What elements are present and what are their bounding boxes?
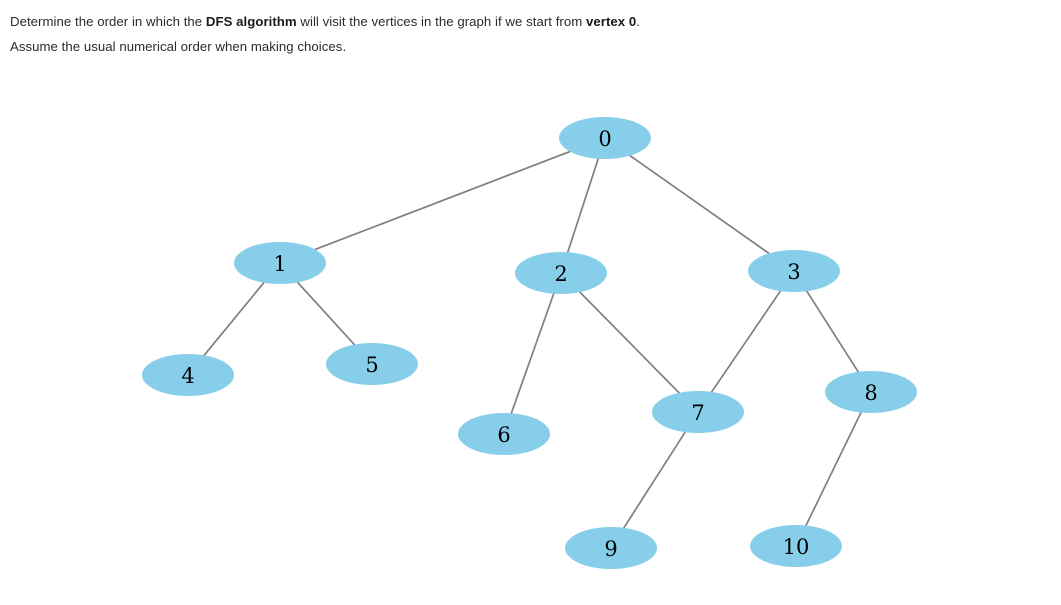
prompt-line-1: Determine the order in which the DFS alg… [10,9,1061,34]
node-label-9: 9 [604,537,617,561]
graph-edge-8-10 [805,411,862,527]
node-shape-3[interactable] [748,250,840,292]
graph-edge-0-3 [629,154,770,255]
node-shape-6[interactable] [458,413,550,455]
node-shape-2[interactable] [515,252,607,294]
graph-node-1[interactable]: 1 [234,242,326,284]
graph-edge-3-7 [710,290,782,393]
node-shape-9[interactable] [565,527,657,569]
graph-edge-2-7 [579,291,680,394]
node-label-2: 2 [554,262,567,286]
node-shape-4[interactable] [142,354,234,396]
graph-node-4[interactable]: 4 [142,354,234,396]
graph-node-2[interactable]: 2 [515,252,607,294]
graph-node-3[interactable]: 3 [748,250,840,292]
node-shape-7[interactable] [652,391,744,433]
graph-edge-2-6 [510,292,555,415]
node-shape-0[interactable] [559,117,651,159]
graph-diagram: 0 1 2 3 4 5 6 7 8 9 10 [0,62,1061,605]
node-label-8: 8 [864,381,877,405]
graph-node-0[interactable]: 0 [559,117,651,159]
graph-node-6[interactable]: 6 [458,413,550,455]
prompt-line-2: Assume the usual numerical order when ma… [10,39,347,54]
node-label-10: 10 [783,535,810,559]
graph-edge-0-2 [566,157,600,254]
node-shape-5[interactable] [326,343,418,385]
node-label-1: 1 [273,252,286,276]
graph-edge-3-8 [805,290,860,373]
node-label-5: 5 [365,353,378,377]
graph-node-9[interactable]: 9 [565,527,657,569]
prompt-text-segment: will visit the vertices in the graph if … [296,14,586,29]
graph-edge-1-5 [296,281,356,346]
node-shape-1[interactable] [234,242,326,284]
prompt-emphasis-vertex: vertex 0 [586,14,637,29]
edge-layer [203,150,862,529]
node-label-7: 7 [691,401,704,425]
node-label-0: 0 [598,127,611,151]
graph-node-8[interactable]: 8 [825,371,917,413]
node-shape-10[interactable] [750,525,842,567]
graph-node-10[interactable]: 10 [750,525,842,567]
node-shape-8[interactable] [825,371,917,413]
graph-canvas: 0 1 2 3 4 5 6 7 8 9 10 [142,117,917,569]
prompt-text-segment: . [636,14,640,29]
graph-node-5[interactable]: 5 [326,343,418,385]
prompt-emphasis-dfs: DFS algorithm [205,14,297,29]
node-label-6: 6 [497,423,510,447]
graph-node-7[interactable]: 7 [652,391,744,433]
node-layer: 0 1 2 3 4 5 6 7 8 9 10 [142,117,917,569]
prompt-text-segment: Determine the order in which the [10,14,206,29]
graph-edge-1-4 [203,281,265,357]
node-label-4: 4 [181,364,194,388]
node-label-3: 3 [787,260,800,284]
graph-edge-7-9 [623,431,686,529]
graph-edge-0-1 [314,150,571,251]
question-prompt: Determine the order in which the DFS alg… [0,0,1061,59]
